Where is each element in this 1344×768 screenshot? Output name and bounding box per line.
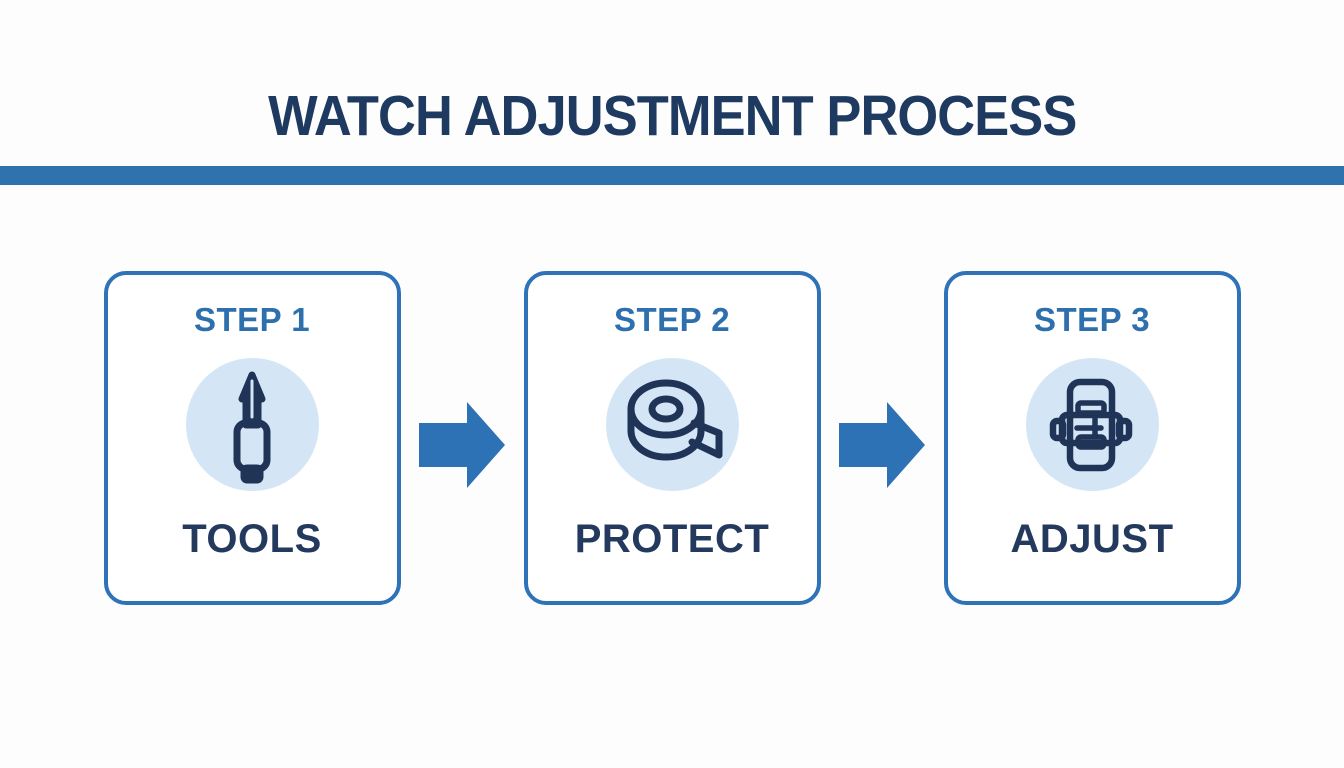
step-card-adjust: STEP 3 ADJUST	[943, 271, 1241, 605]
step-number-label: STEP 2	[613, 301, 731, 338]
step-number-label: STEP 3	[1033, 301, 1151, 338]
watch-adjust-icon	[1049, 378, 1133, 471]
icon-circle	[1025, 358, 1159, 491]
step-title: PROTECT	[574, 517, 770, 561]
step-card-protect: STEP 2 PROTECT	[523, 271, 821, 605]
steps-row: STEP 1 TOOLS STEP 2	[0, 271, 1344, 605]
page-title: WATCH ADJUSTMENT PROCESS	[267, 84, 1077, 148]
step-title: ADJUST	[1010, 517, 1174, 561]
screwdriver-icon	[233, 371, 271, 483]
right-arrow-icon	[839, 402, 925, 488]
icon-circle	[605, 358, 739, 491]
divider-bar	[0, 166, 1344, 185]
arrow-cell	[821, 402, 944, 488]
tape-roll-icon	[627, 379, 723, 460]
icon-circle	[185, 358, 319, 491]
step-number-label: STEP 1	[193, 301, 311, 338]
step-card-tools: STEP 1 TOOLS	[103, 271, 401, 605]
step-title: TOOLS	[182, 517, 322, 561]
right-arrow-icon	[419, 402, 505, 488]
header: WATCH ADJUSTMENT PROCESS	[0, 0, 1344, 145]
arrow-cell	[401, 402, 524, 488]
